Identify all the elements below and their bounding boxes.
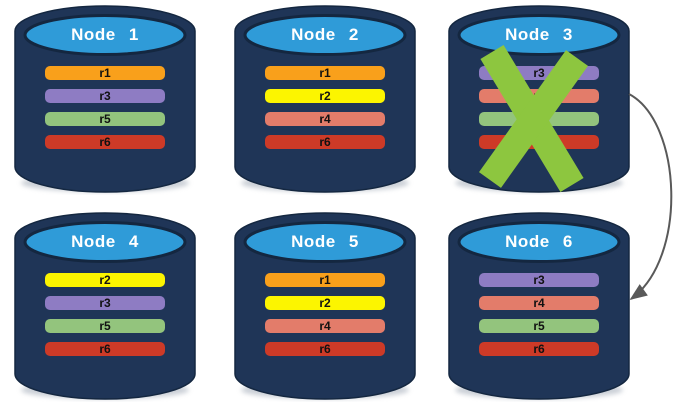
record-r3: r3 xyxy=(45,89,165,103)
record-r3: r3 xyxy=(479,273,599,287)
node-title: Node 1 xyxy=(71,25,139,44)
cylinder-top xyxy=(243,221,407,263)
record-list: r1 r2 r4 r6 xyxy=(265,273,385,365)
record-r6: r6 xyxy=(265,342,385,356)
record-r1: r1 xyxy=(265,66,385,80)
node-4: Node 4 r2 r3 r5 r6 xyxy=(14,212,196,402)
record-r6: r6 xyxy=(479,135,599,149)
record-r1: r1 xyxy=(45,66,165,80)
record-r6: r6 xyxy=(479,342,599,356)
record-r4: r4 xyxy=(265,319,385,333)
record-r1: r1 xyxy=(265,273,385,287)
record-r2: r2 xyxy=(265,89,385,103)
node-title: Node 2 xyxy=(291,25,359,44)
node-3: Node 3 r3 r4 r5 r6 xyxy=(448,5,630,195)
record-r2: r2 xyxy=(265,296,385,310)
record-r4: r4 xyxy=(265,112,385,126)
record-list: r3 r4 r5 r6 xyxy=(479,273,599,365)
record-list: r1 r2 r4 r6 xyxy=(265,66,385,158)
record-r6: r6 xyxy=(265,135,385,149)
record-r4: r4 xyxy=(479,296,599,310)
node-title: Node 5 xyxy=(291,232,359,251)
node-1: Node 1 r1 r3 r5 r6 xyxy=(14,5,196,195)
node-title: Node 6 xyxy=(505,232,573,251)
node-5: Node 5 r1 r2 r4 r6 xyxy=(234,212,416,402)
record-r2: r2 xyxy=(45,273,165,287)
record-r5: r5 xyxy=(479,112,599,126)
node-title: Node 3 xyxy=(505,25,573,44)
replication-arrow xyxy=(628,93,673,301)
record-r4: r4 xyxy=(479,89,599,103)
record-r5: r5 xyxy=(45,319,165,333)
node-2: Node 2 r1 r2 r4 r6 xyxy=(234,5,416,195)
node-title: Node 4 xyxy=(71,232,139,251)
record-list: r1 r3 r5 r6 xyxy=(45,66,165,158)
record-r6: r6 xyxy=(45,135,165,149)
node-6: Node 6 r3 r4 r5 r6 xyxy=(448,212,630,402)
record-r3: r3 xyxy=(45,296,165,310)
record-r5: r5 xyxy=(479,319,599,333)
cylinder-top xyxy=(243,14,407,56)
record-list: r2 r3 r5 r6 xyxy=(45,273,165,365)
record-r6: r6 xyxy=(45,342,165,356)
cylinder-top xyxy=(23,221,187,263)
record-list: r3 r4 r5 r6 xyxy=(479,66,599,158)
cylinder-top xyxy=(457,221,621,263)
record-r5: r5 xyxy=(45,112,165,126)
cylinder-top xyxy=(23,14,187,56)
record-r3: r3 xyxy=(479,66,599,80)
